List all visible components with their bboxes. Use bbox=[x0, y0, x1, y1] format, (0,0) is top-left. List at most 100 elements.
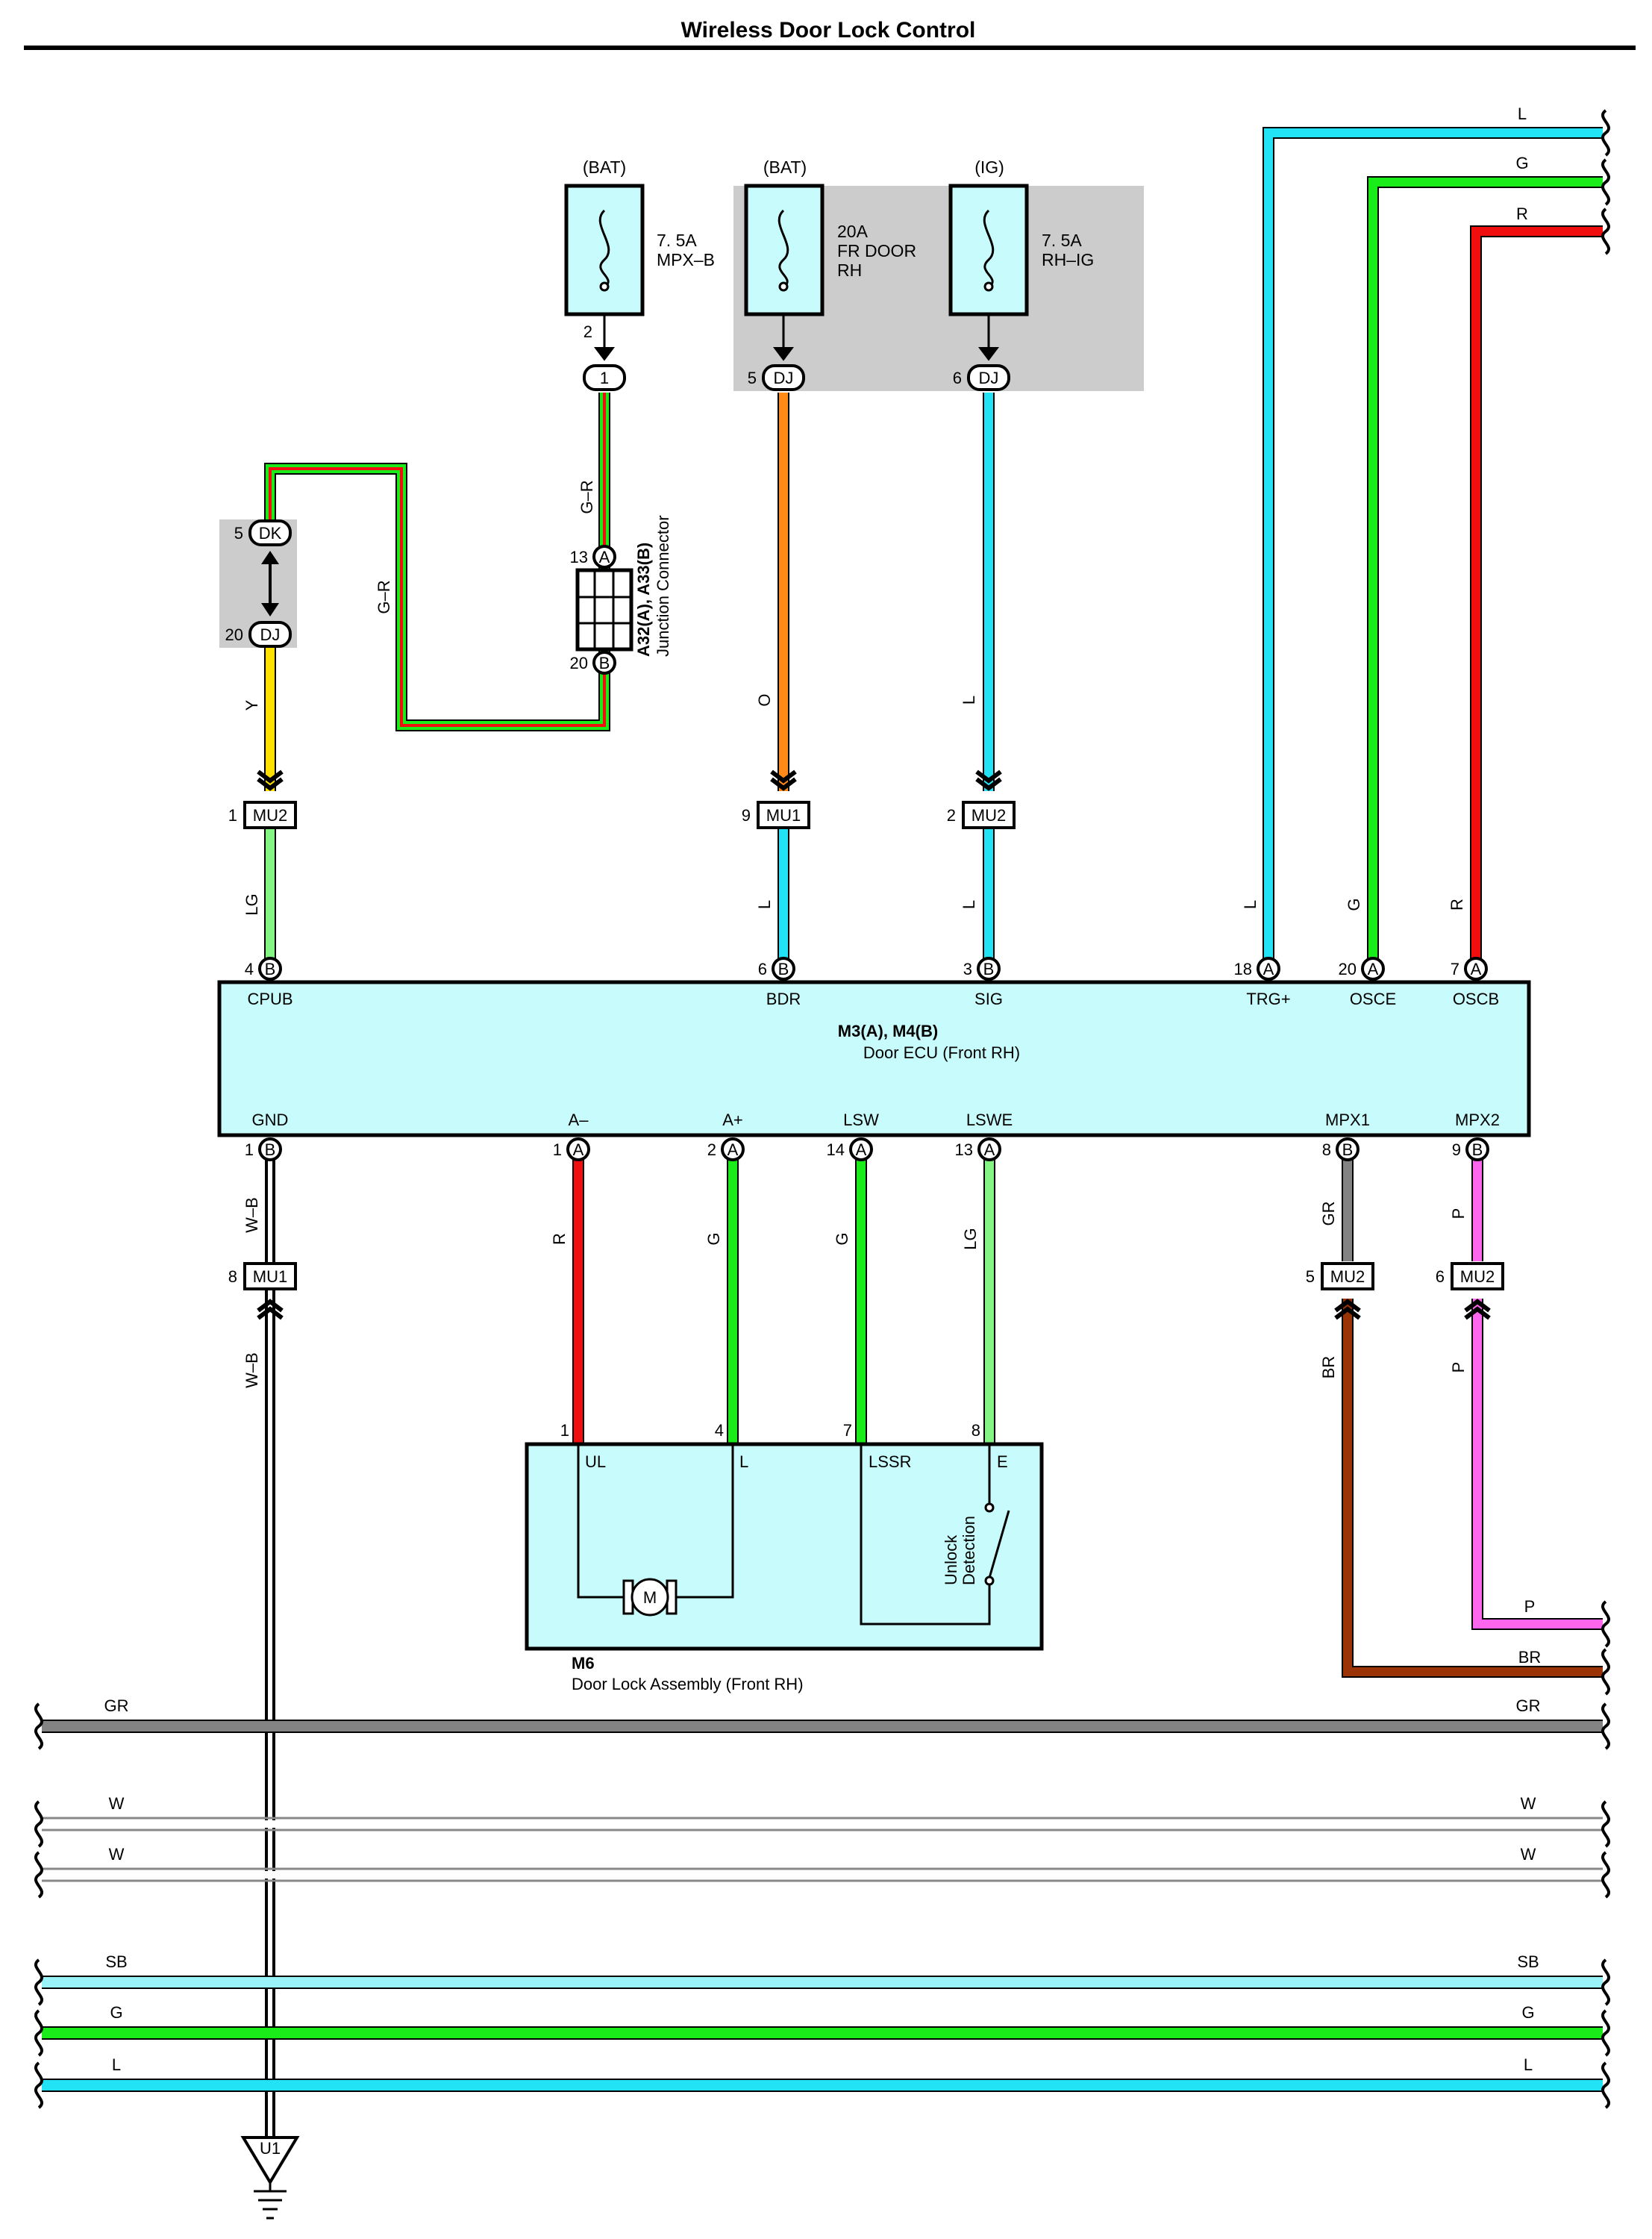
fuse-rh-ig-out-connector-label: DJ bbox=[979, 369, 999, 387]
junction-connector-id: A32(A), A33(B) bbox=[634, 543, 653, 657]
wire-label-g-r: G–R bbox=[578, 480, 596, 513]
fuse-mpx-b-out-connector-label: 1 bbox=[600, 369, 609, 387]
wire-label-r-oscb: R bbox=[1448, 899, 1466, 911]
bus-line-g-4-label-right: G bbox=[1521, 2003, 1534, 2022]
mu2-mpx1-connector-icon bbox=[1321, 1262, 1374, 1290]
ecu-bottom-3-pin: 14 bbox=[827, 1140, 845, 1159]
ecu-bottom-4-pin: 13 bbox=[955, 1140, 973, 1159]
fuse-mpx-b: (BAT) 7. 5A MPX–B 2 bbox=[564, 157, 715, 341]
fuse-rh-ig-out-connector-icon bbox=[967, 364, 1010, 391]
ecu-top-5-pin: 7 bbox=[1451, 960, 1459, 978]
mu2-mpx1-pin: 5 bbox=[1306, 1267, 1315, 1286]
dk-pin: 5 bbox=[234, 524, 243, 543]
mu1-gnd-connector-icon bbox=[243, 1262, 297, 1290]
wire-g-r-loop-stripe bbox=[269, 467, 606, 727]
wire-end-label-g: G bbox=[1515, 154, 1528, 172]
ecu-terminal-cpub: CPUB bbox=[247, 990, 292, 1008]
wire-label-g-a-plus: G bbox=[704, 1232, 723, 1245]
mu2-cpub-connector-icon bbox=[243, 801, 297, 829]
ecu-top-5-terminal-icon bbox=[1464, 957, 1488, 981]
mu1-bdr-connector-label: MU1 bbox=[766, 806, 801, 825]
dj-lower-connector-label: DJ bbox=[260, 625, 281, 644]
mu2-mpx1-chevron-icon bbox=[1334, 1299, 1361, 1320]
mu2-mpx2-connector-label: MU2 bbox=[1460, 1267, 1495, 1286]
wire-label-l-sig: L bbox=[960, 696, 978, 705]
terminal-ul: UL bbox=[585, 1452, 606, 1471]
wire-g-osce-outline bbox=[1367, 176, 1603, 963]
bus-line-sb-3-break-right-icon bbox=[1601, 1958, 1610, 2006]
fuse-fr-door-arrow-icon bbox=[773, 347, 794, 361]
fuse-rh-ig-out-pin: 6 bbox=[953, 369, 962, 387]
ecu-top-1-terminal-letter: B bbox=[778, 960, 789, 978]
fuse-body bbox=[744, 184, 825, 316]
wire-p-outline bbox=[1471, 1299, 1603, 1630]
bus-line-gr-0-label-right: GR bbox=[1516, 1696, 1541, 1715]
ecu-top-0-terminal-letter: B bbox=[265, 960, 276, 978]
wire-label-g-lsw: G bbox=[833, 1232, 851, 1245]
ground-u1: U1 bbox=[240, 2136, 300, 2220]
mu2-mpx2-connector-icon bbox=[1451, 1262, 1504, 1290]
wire-label-g-osce: G bbox=[1345, 898, 1363, 911]
ecu-bottom-2-terminal-letter: A bbox=[728, 1140, 739, 1159]
ecu-id: M3(A), M4(B) bbox=[838, 1022, 938, 1040]
bus-line-sb-3-break-left-icon bbox=[34, 1958, 43, 2006]
wire-l-trg bbox=[1264, 128, 1603, 963]
bus-line-w-2-break-right-icon bbox=[1601, 1851, 1610, 1899]
wire-label-g-r-2: G–R bbox=[375, 580, 393, 613]
ecu-terminal-bdr: BDR bbox=[766, 990, 801, 1008]
junction-connector: A32(A), A33(B) Junction Connector bbox=[575, 515, 672, 657]
ecu-terminal-lsw: LSW bbox=[843, 1111, 879, 1129]
wire-label-l-trg: L bbox=[1241, 900, 1260, 909]
door-lock-id: M6 bbox=[572, 1654, 595, 1673]
junction-top-terminal-icon bbox=[592, 545, 616, 569]
bus-line-sb-3-label-left: SB bbox=[105, 1952, 127, 1971]
ecu-body bbox=[217, 980, 1531, 1137]
ecu-terminal-lswe: LSWE bbox=[966, 1111, 1013, 1129]
dj-lower-pin: 20 bbox=[225, 625, 243, 644]
wire-end-label-l: L bbox=[1518, 104, 1527, 123]
fuse-pin: 2 bbox=[583, 322, 592, 341]
fuse-supply-label: (BAT) bbox=[763, 157, 807, 177]
fuse-rating: 7. 5A bbox=[657, 231, 697, 250]
mu2-sig-connector-label: MU2 bbox=[972, 806, 1006, 825]
motor-circuit bbox=[577, 1444, 734, 1599]
bus-line-g-4-label-left: G bbox=[110, 2003, 122, 2022]
ecu-terminal-mpx1: MPX1 bbox=[1325, 1111, 1370, 1129]
wire-label-w-b-2: W–B bbox=[243, 1352, 261, 1388]
bus-line-l-5-label-left: L bbox=[112, 2055, 121, 2074]
ecu-bottom-0-terminal-letter: B bbox=[265, 1140, 276, 1159]
ecu-top-3-pin: 18 bbox=[1234, 960, 1252, 978]
junction-bottom-terminal-letter: B bbox=[599, 654, 610, 672]
wire-label-w-b: W–B bbox=[243, 1197, 261, 1233]
wire-g-r-loop-outline bbox=[264, 463, 610, 731]
ecu-top-5-terminal-letter: A bbox=[1471, 960, 1482, 978]
wire-g-osce bbox=[1368, 178, 1603, 963]
fuse-supply-label: (IG) bbox=[974, 157, 1004, 177]
switch-contact-icon bbox=[984, 1576, 995, 1586]
ecu-terminal-sig: SIG bbox=[974, 990, 1003, 1008]
pin-number: 1 bbox=[560, 1421, 569, 1440]
ecu-bottom-1-terminal-letter: A bbox=[573, 1140, 584, 1159]
wire-break-icon-2 bbox=[1601, 207, 1610, 255]
bus-line-gr-0-break-right-icon bbox=[1601, 1702, 1610, 1750]
ecu-top-3-terminal-letter: A bbox=[1263, 960, 1274, 978]
fuse-name: RH–IG bbox=[1042, 250, 1094, 269]
ecu-bottom-6-terminal-icon bbox=[1465, 1137, 1489, 1161]
ecu-terminal-oscb: OSCB bbox=[1453, 990, 1499, 1008]
dk-connector-label: DK bbox=[259, 524, 282, 543]
ecu-bottom-4-terminal-icon bbox=[977, 1137, 1001, 1161]
ecu-terminal-a: A+ bbox=[722, 1111, 743, 1129]
ecu-bottom-2-pin: 2 bbox=[707, 1140, 716, 1159]
bus-line-w-2-break-left-icon bbox=[34, 1851, 43, 1899]
junction-bottom-terminal-icon bbox=[592, 651, 616, 675]
ecu-top-2-terminal-letter: B bbox=[983, 960, 995, 978]
pin-number: 8 bbox=[972, 1421, 980, 1440]
ecu-terminal-gnd: GND bbox=[252, 1111, 289, 1129]
ecu-bottom-3-terminal-letter: A bbox=[856, 1140, 867, 1159]
fuse-body bbox=[564, 184, 645, 316]
ecu-terminal-mpx2: MPX2 bbox=[1455, 1111, 1500, 1129]
bus-line-l-5-label-right: L bbox=[1524, 2055, 1533, 2074]
door-lock-assembly: M Unlock Detection UL L LSSR E 1 4 7 8 M… bbox=[525, 1421, 1044, 1693]
mu2-mpx2-chevron-icon bbox=[1464, 1299, 1491, 1320]
